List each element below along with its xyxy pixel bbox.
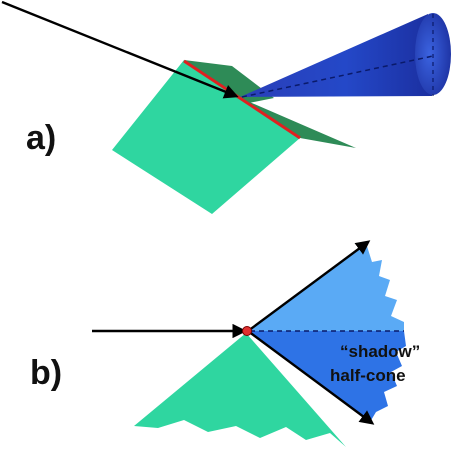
incident-ray-a [1,0,239,99]
panel-b-label: b) [30,354,62,392]
shadow-half-cone-lower [248,331,406,422]
panel-b: “shadow” half-cone b) [30,240,420,447]
half-cone-upper-boundary [247,240,371,332]
panel-a: a) [1,0,451,214]
half-cone-label-line2: half-cone [330,366,406,385]
surface-cross-section [134,333,346,447]
half-cone-label-line1: “shadow” [340,342,420,361]
surface-front-face [112,60,300,214]
half-cone-lower-boundary [247,330,375,425]
shadow-cone-body [240,14,432,97]
crease-line [183,59,301,140]
cone-axis-dashed [241,55,434,98]
panel-a-label: a) [26,119,56,157]
shadow-half-cone-upper [248,243,404,331]
contact-point [242,326,252,336]
